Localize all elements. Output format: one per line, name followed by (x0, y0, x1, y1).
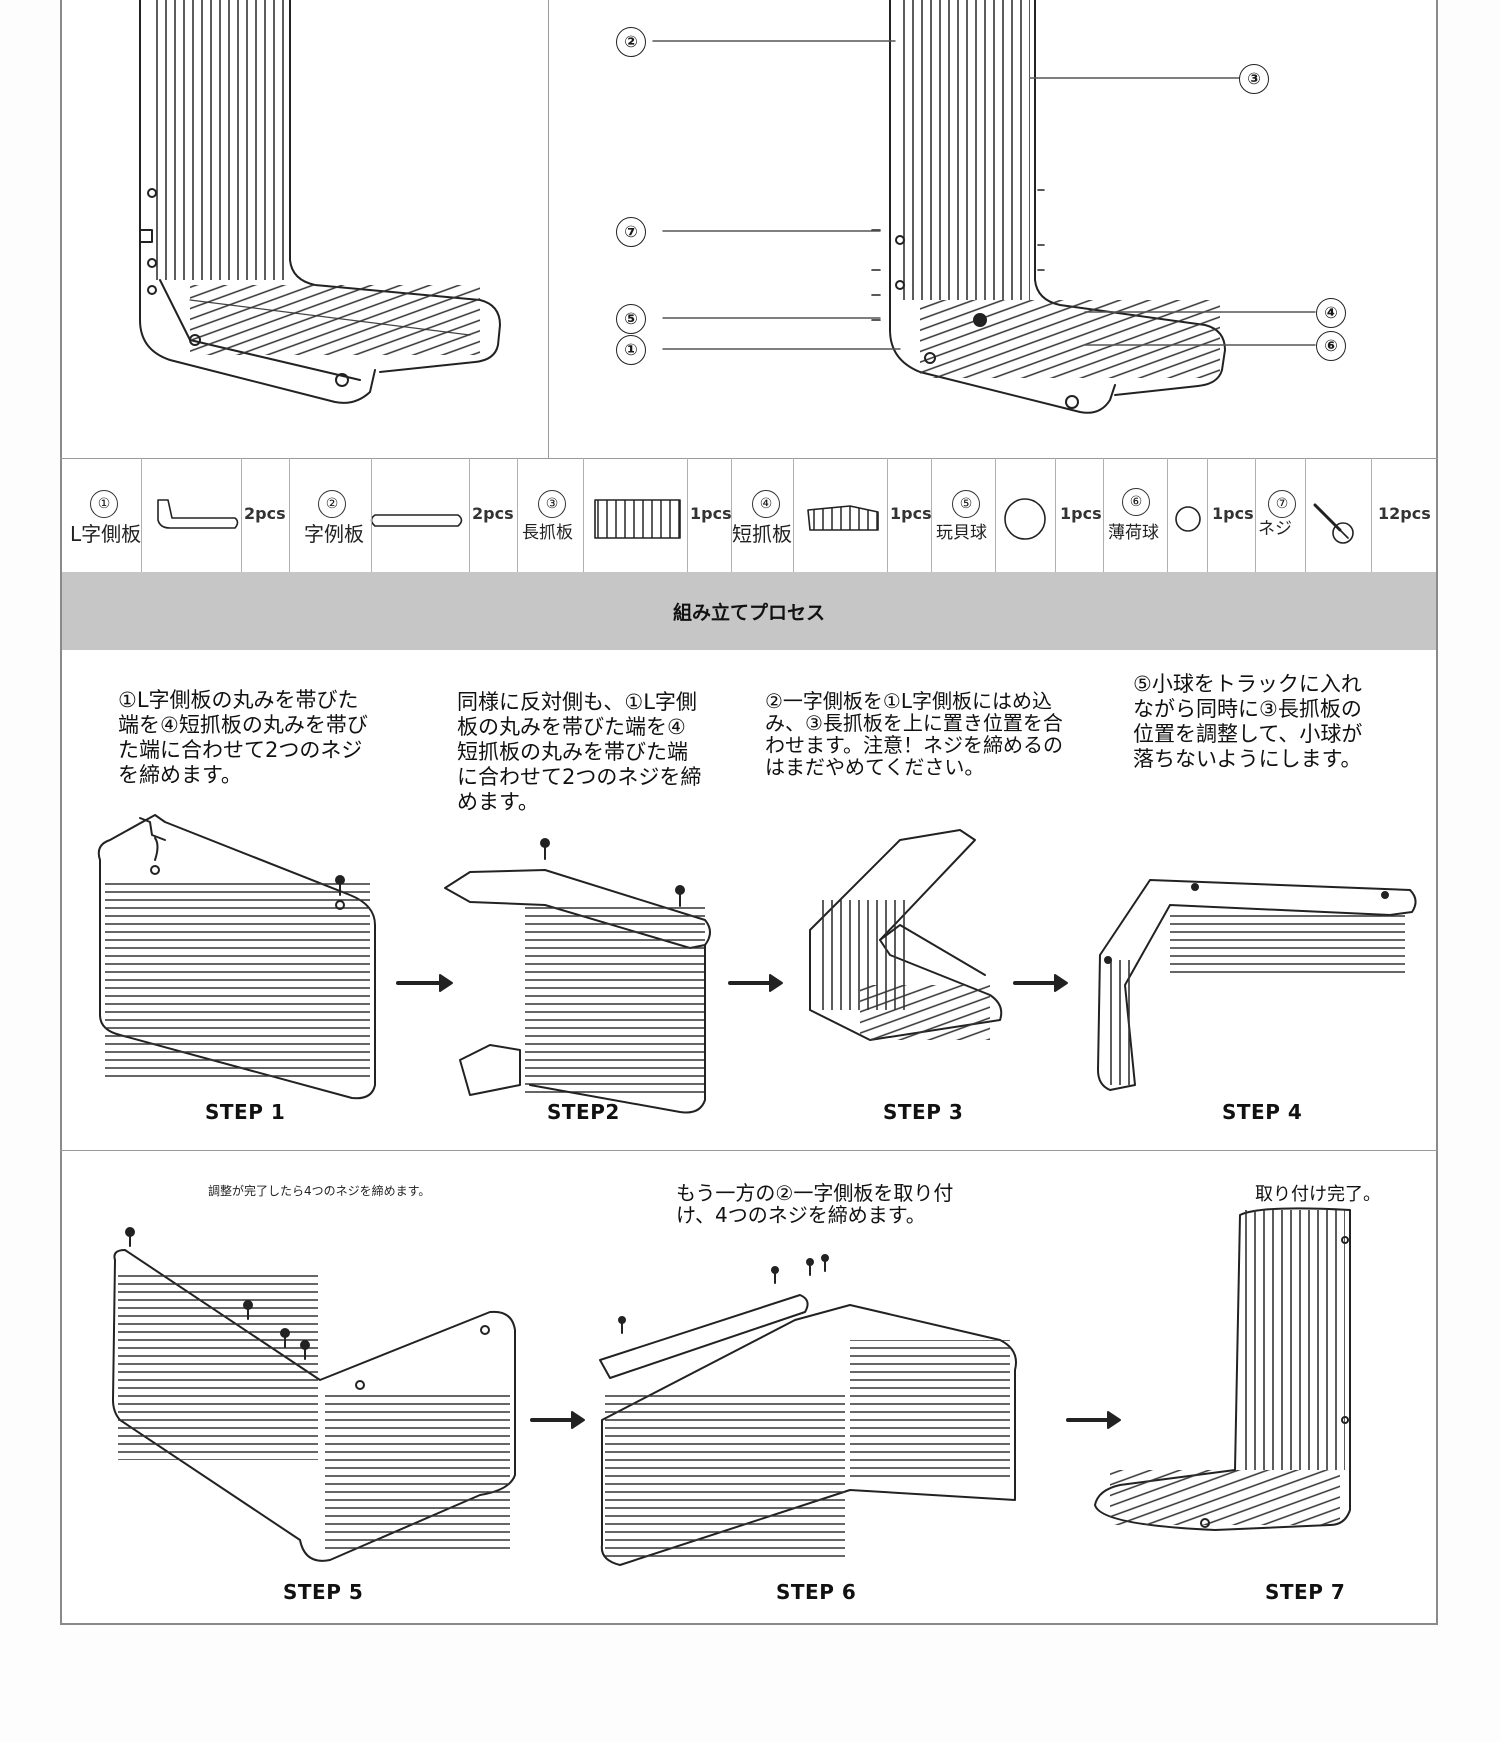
part-6-name: 薄荷球 (1108, 523, 1159, 543)
part-7-icon-cell (1306, 458, 1372, 572)
part-2-qty: 2pcs (472, 504, 514, 523)
step2-illustration (444, 838, 783, 1114)
part-2-label-cell: ② 字例板 (290, 458, 372, 572)
steps-row-divider (60, 1150, 1438, 1151)
step6-instruction: もう一方の②一字側板を取り付け、4つのネジを締めます。 (676, 1181, 954, 1227)
part-7-number: ⑦ (1268, 490, 1296, 518)
top-panel-divider (548, 0, 549, 458)
step5-instruction: 調整が完了したら4つのネジを締めます。 (208, 1184, 431, 1198)
step3-illustration (809, 829, 1068, 1041)
part-4-name: 短抓板 (732, 522, 792, 546)
part-1-number: ① (90, 490, 118, 518)
parts-list: ① L字側板 2pcs ② 字例板 2pcs ③ 長抓板 1pcs ④ 短抓板 … (60, 458, 1438, 572)
part-3-name: 長抓板 (522, 523, 573, 543)
part-2-name: 字例板 (304, 522, 364, 546)
part-6-label-cell: ⑥ 薄荷球 (1104, 458, 1168, 572)
step7-instruction: 取り付け完了。 (1255, 1184, 1381, 1205)
part-2-number: ② (318, 490, 346, 518)
part-5-number: ⑤ (952, 490, 980, 518)
callout-3: ③ (1239, 64, 1269, 94)
part-4-icon-cell (794, 458, 888, 572)
callout-2: ② (616, 27, 646, 57)
assembly-process-banner: 組み立てプロセス (62, 572, 1436, 650)
callout-1: ① (616, 335, 646, 365)
step1-illustration (97, 814, 453, 1100)
part-3-qty: 1pcs (690, 504, 732, 523)
part-6-number: ⑥ (1122, 488, 1150, 516)
step5-illustration (112, 1227, 585, 1562)
callout-5: ⑤ (616, 304, 646, 334)
step6-illustration (599, 1254, 1121, 1566)
step1-instruction: ①L字側板の丸みを帯びた端を④短抓板の丸みを帯びた端に合わせて2つのネジを締めま… (118, 688, 368, 787)
callout-6: ⑥ (1316, 331, 1346, 361)
part-5-icon-cell (996, 458, 1056, 572)
part-6-qty: 1pcs (1212, 504, 1254, 523)
part-1-qty-cell: 2pcs (242, 458, 290, 572)
exploded-scratcher-right (652, 0, 1316, 414)
step6-label: STEP 6 (776, 1580, 857, 1604)
part-5-label-cell: ⑤ 玩貝球 (932, 458, 996, 572)
step4-illustration (1097, 879, 1417, 1091)
step7-illustration (1094, 1207, 1351, 1531)
part-7-label-cell: ⑦ ネジ (1256, 458, 1306, 572)
step4-label: STEP 4 (1222, 1100, 1303, 1124)
step1-label: STEP 1 (205, 1100, 286, 1124)
part-3-label-cell: ③ 長抓板 (518, 458, 584, 572)
part-4-qty-cell: 1pcs (888, 458, 932, 572)
step3-label: STEP 3 (883, 1100, 964, 1124)
part-5-name: 玩貝球 (936, 523, 987, 543)
part-7-qty: 12pcs (1378, 504, 1431, 523)
part-6-icon-cell (1168, 458, 1208, 572)
step4-instruction: ⑤小球をトラックに入れながら同時に③長抓板の位置を調整して、小球が落ちないように… (1133, 672, 1363, 771)
part-1-icon-cell (142, 458, 242, 572)
part-7-qty-cell: 12pcs (1372, 458, 1438, 572)
part-3-qty-cell: 1pcs (688, 458, 732, 572)
part-2-icon-cell (372, 458, 470, 572)
part-6-qty-cell: 1pcs (1208, 458, 1256, 572)
part-2-qty-cell: 2pcs (470, 458, 518, 572)
step3-instruction: ②一字側板を①L字側板にはめ込み、③長抓板を上に置き位置を合わせます。注意！ネジ… (765, 689, 1063, 779)
step2-instruction: 同様に反対側も、①L字側板の丸みを帯びた端を④短抓板の丸みを帯びた端に合わせて2… (457, 690, 702, 814)
parts-row-top-rule (60, 458, 1438, 459)
part-7-name: ネジ (1258, 519, 1292, 539)
part-3-icon-cell (584, 458, 688, 572)
assembled-scratcher-left (139, 0, 501, 404)
part-4-label-cell: ④ 短抓板 (732, 458, 794, 572)
parts-row-icons (157, 498, 1354, 544)
part-5-qty: 1pcs (1060, 504, 1102, 523)
part-3-number: ③ (538, 490, 566, 518)
step7-label: STEP 7 (1265, 1580, 1346, 1604)
part-4-number: ④ (752, 490, 780, 518)
part-1-qty: 2pcs (244, 504, 286, 523)
step5-label: STEP 5 (283, 1580, 364, 1604)
part-1-label-cell: ① L字側板 (60, 458, 142, 572)
part-1-name: L字側板 (70, 522, 142, 546)
callout-7: ⑦ (616, 217, 646, 247)
part-4-qty: 1pcs (890, 504, 932, 523)
part-5-qty-cell: 1pcs (1056, 458, 1104, 572)
step2-label: STEP2 (547, 1100, 620, 1124)
callout-4: ④ (1316, 298, 1346, 328)
